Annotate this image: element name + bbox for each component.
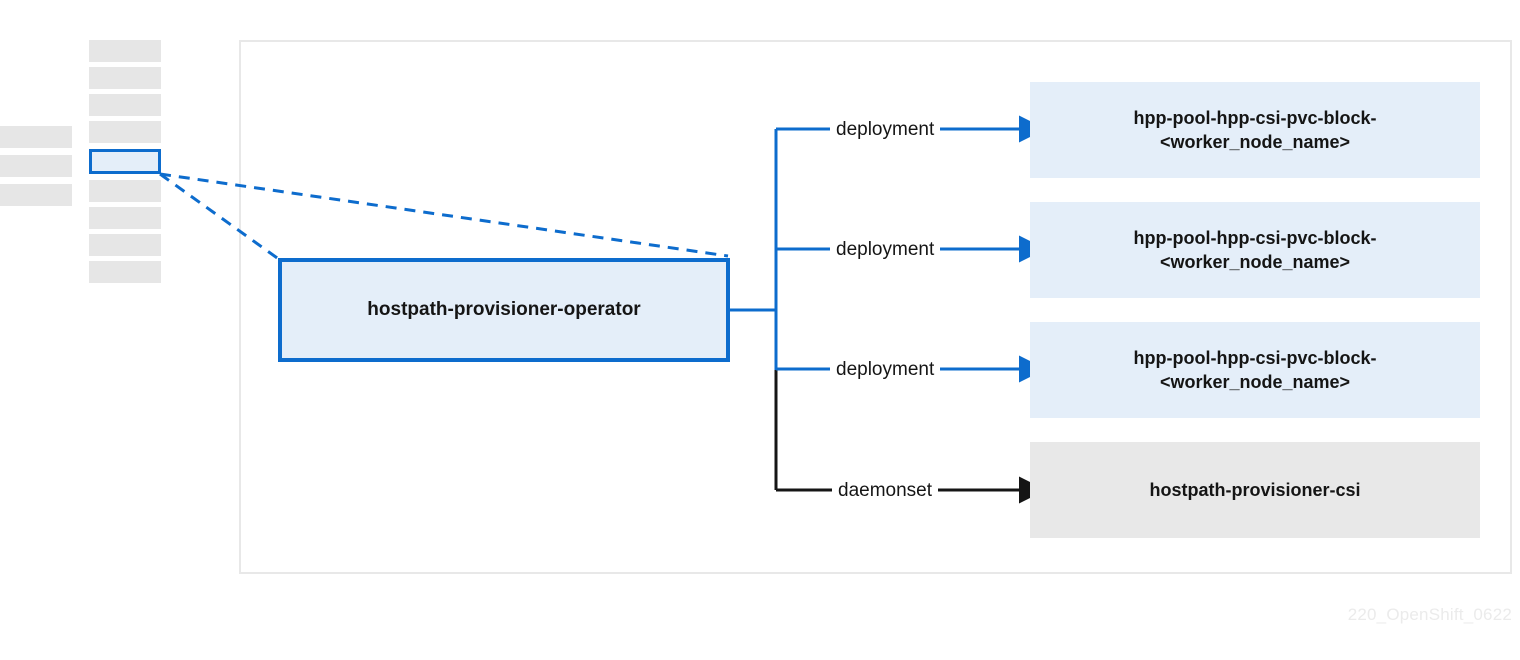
mock-bar-left-2 xyxy=(0,155,72,177)
node-csi-label: hostpath-provisioner-csi xyxy=(1149,479,1361,500)
footer-figure-id: 220_OpenShift_0622 xyxy=(1347,605,1512,624)
node-hpp-pool-2[interactable]: hpp-pool-hpp-csi-pvc-block- <worker_node… xyxy=(1030,202,1480,298)
node-hpp-pool-3-text: hpp-pool-hpp-csi-pvc-block- <worker_node… xyxy=(1134,346,1377,395)
node-hostpath-provisioner-csi[interactable]: hostpath-provisioner-csi xyxy=(1030,442,1480,538)
mock-bar-nav-5-selected[interactable] xyxy=(89,149,161,174)
mock-bar-nav-3 xyxy=(89,94,161,116)
node-hpp-pool-1-line2: <worker_node_name> xyxy=(1159,132,1351,152)
mock-bar-nav-7 xyxy=(89,207,161,229)
node-operator-label: hostpath-provisioner-operator xyxy=(367,299,641,321)
mock-bar-nav-2 xyxy=(89,67,161,89)
edge-label-deployment-2: deployment xyxy=(830,240,941,259)
node-hpp-pool-1-text: hpp-pool-hpp-csi-pvc-block- <worker_node… xyxy=(1134,106,1377,155)
node-hpp-pool-2-text: hpp-pool-hpp-csi-pvc-block- <worker_node… xyxy=(1134,226,1377,275)
node-hpp-pool-3-line1: hpp-pool-hpp-csi-pvc-block- xyxy=(1133,347,1377,368)
mock-bar-left-3 xyxy=(0,184,72,206)
node-hpp-pool-2-line1: hpp-pool-hpp-csi-pvc-block- xyxy=(1133,227,1377,248)
mock-bar-nav-9 xyxy=(89,261,161,283)
node-hpp-pool-3-line2: <worker_node_name> xyxy=(1159,372,1351,392)
mock-bar-nav-8 xyxy=(89,234,161,256)
node-hpp-pool-3[interactable]: hpp-pool-hpp-csi-pvc-block- <worker_node… xyxy=(1030,322,1480,418)
node-hpp-pool-1-line1: hpp-pool-hpp-csi-pvc-block- xyxy=(1133,107,1377,128)
edge-label-deployment-3: deployment xyxy=(830,360,941,379)
edge-label-deployment-1: deployment xyxy=(830,120,941,139)
mock-bar-left-1 xyxy=(0,126,72,148)
mock-bar-nav-4 xyxy=(89,121,161,143)
node-hpp-pool-2-line2: <worker_node_name> xyxy=(1159,252,1351,272)
node-hpp-pool-1[interactable]: hpp-pool-hpp-csi-pvc-block- <worker_node… xyxy=(1030,82,1480,178)
edge-label-daemonset: daemonset xyxy=(832,481,939,500)
mock-bar-nav-1 xyxy=(89,40,161,62)
node-hostpath-provisioner-operator[interactable]: hostpath-provisioner-operator xyxy=(278,258,730,362)
mock-bar-nav-6 xyxy=(89,180,161,202)
